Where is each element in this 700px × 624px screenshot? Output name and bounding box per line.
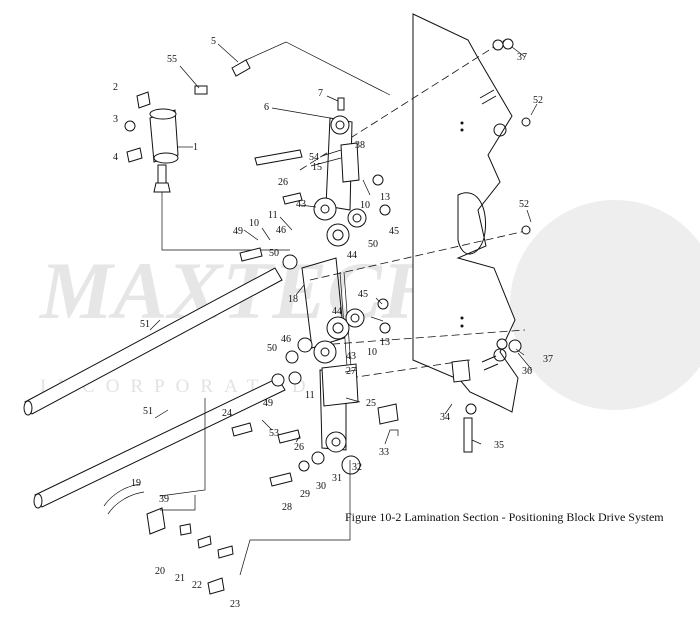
part-label: 51 <box>143 406 153 417</box>
part-label: 21 <box>175 573 185 584</box>
part-label: 37 <box>543 354 553 365</box>
part-label: 34 <box>440 412 450 423</box>
part-label: 13 <box>380 337 390 348</box>
part-label: 43 <box>346 351 356 362</box>
part-label: 37 <box>517 52 527 63</box>
leader-lines <box>149 41 538 576</box>
part-label: 22 <box>192 580 202 591</box>
frame-plate <box>412 13 519 413</box>
shaft-51-upper <box>23 267 283 416</box>
part-label: 55 <box>167 54 177 65</box>
part-label: 11 <box>268 210 278 221</box>
fasteners <box>103 59 473 595</box>
part-label: 49 <box>233 226 243 237</box>
watermark-subtitle: INCORPORATED <box>40 376 317 397</box>
part-label: 49 <box>263 398 273 409</box>
shaft-51-lower <box>33 377 286 509</box>
part-label: 20 <box>155 566 165 577</box>
part-label: 4 <box>113 152 118 163</box>
figure-caption: Figure 10-2 Lamination Section - Positio… <box>345 510 664 524</box>
part-label: 5 <box>211 36 216 47</box>
part-label: 45 <box>389 226 399 237</box>
part-label: 46 <box>281 334 291 345</box>
part-label: 10 <box>360 200 370 211</box>
part-label: 52 <box>519 199 529 210</box>
part-label: 50 <box>267 343 277 354</box>
part-label: 26 <box>278 177 288 188</box>
part-label: 35 <box>494 440 504 451</box>
part-label: 29 <box>300 489 310 500</box>
part-label: 2 <box>113 82 118 93</box>
part-label: 15 <box>312 162 322 173</box>
watermark-disc <box>510 200 700 410</box>
part-label: 52 <box>533 95 543 106</box>
part-label: 3 <box>113 114 118 125</box>
part-label: 54 <box>309 152 319 163</box>
part-label: 11 <box>305 390 315 401</box>
watermark: MAXTECH INCORPORATED <box>38 200 700 410</box>
part-label: 46 <box>276 225 286 236</box>
part-label: 51 <box>140 319 150 330</box>
sprockets-and-washers <box>271 38 531 475</box>
part-label: 18 <box>288 294 298 305</box>
part-label: 44 <box>347 250 357 261</box>
part-label: 38 <box>355 140 365 151</box>
part-label: 45 <box>358 289 368 300</box>
part-label: 7 <box>318 88 323 99</box>
part-label: 10 <box>367 347 377 358</box>
part-label: 19 <box>131 478 141 489</box>
part-label-group: 1 2 3 4 5 6 7 10 10 10 11 11 13 13 15 18… <box>113 36 553 610</box>
part-label: 39 <box>159 494 169 505</box>
part-label: 30 <box>316 481 326 492</box>
part-label: 1 <box>193 142 198 153</box>
part-label: 24 <box>222 408 232 419</box>
part-label: 44 <box>332 306 342 317</box>
part-label: 27 <box>346 366 356 377</box>
part-label: 32 <box>352 462 362 473</box>
part-label: 50 <box>269 248 279 259</box>
part-label: 43 <box>296 199 306 210</box>
part-label: 23 <box>230 599 240 610</box>
part-label: 36 <box>522 366 532 377</box>
part-label: 53 <box>269 428 279 439</box>
part-label: 6 <box>264 102 269 113</box>
part-label: 28 <box>282 502 292 513</box>
part-label: 26 <box>294 442 304 453</box>
part-label: 13 <box>380 192 390 203</box>
part-label: 31 <box>332 473 342 484</box>
part-label: 10 <box>249 218 259 229</box>
part-label: 50 <box>368 239 378 250</box>
air-cylinder <box>149 108 290 251</box>
part-label: 33 <box>379 447 389 458</box>
part-label: 25 <box>366 398 376 409</box>
